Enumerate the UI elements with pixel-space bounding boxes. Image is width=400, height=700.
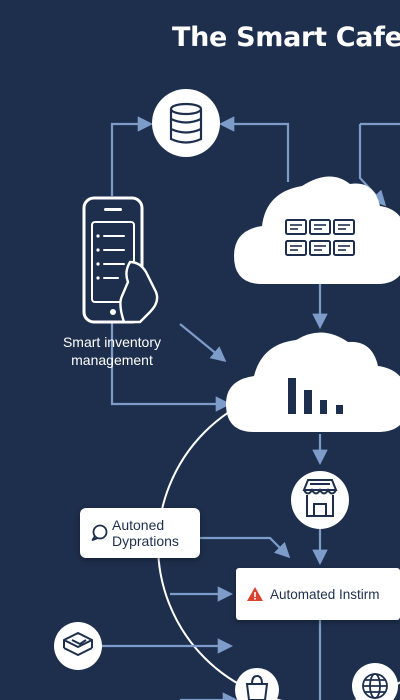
connector-label-to-cloud — [179, 323, 227, 362]
chat-bubble-icon — [91, 524, 108, 541]
cloud-bar-chart-icon — [226, 332, 400, 432]
connector-autoned-to-automated — [200, 536, 291, 559]
automated-label: Automated Instirm — [270, 586, 380, 602]
smart-inventory-label-line1: Smart inventory — [62, 334, 162, 350]
autoned-line1: Autoned — [112, 517, 165, 533]
map-icon — [54, 622, 102, 670]
smartphone-hand-icon — [82, 196, 159, 324]
database-icon — [152, 89, 220, 157]
shopping-bag-icon — [235, 668, 279, 700]
diagram-title: The Smart Cafet — [172, 22, 400, 53]
smart-inventory-label-line2: management — [71, 352, 153, 368]
connectors — [100, 116, 400, 700]
autoned-operations-box: Autoned Dyprations — [80, 508, 200, 558]
connector-phone-to-cloud2 — [110, 322, 232, 412]
cloud-dashboard-icon — [234, 176, 400, 284]
smart-inventory-label: Smart inventory management — [52, 333, 172, 369]
storefront-icon — [291, 471, 349, 529]
globe-icon — [352, 663, 398, 700]
autoned-line2: Dyprations — [112, 533, 179, 549]
connector-phone-to-database — [110, 116, 154, 196]
connector-cloud-to-database — [218, 116, 290, 182]
warning-triangle-icon — [247, 587, 263, 601]
automated-box: Automated Instirm — [236, 568, 400, 620]
